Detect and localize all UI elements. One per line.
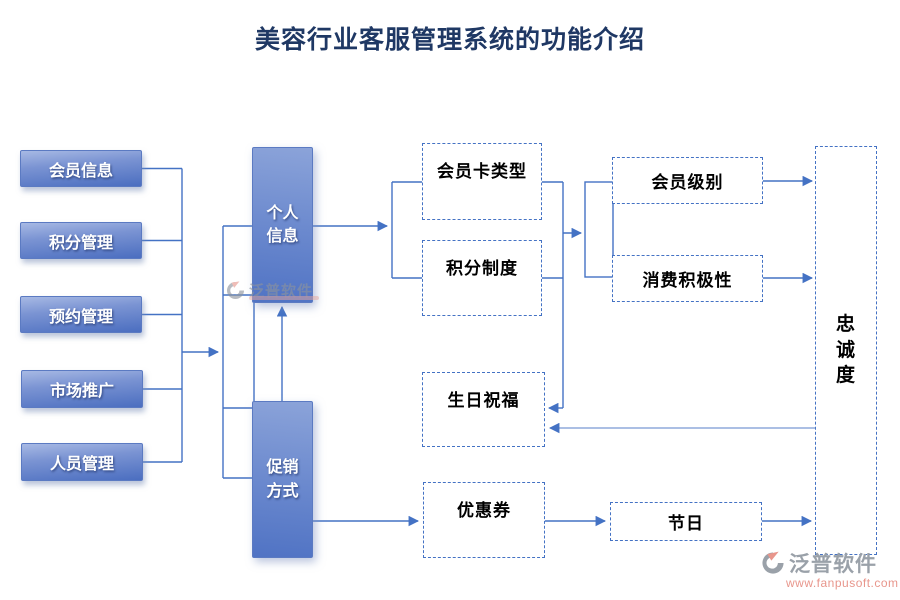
node-marketing-label: 市场推广 — [49, 383, 114, 400]
node-loyalty: 忠诚度 — [815, 146, 877, 555]
node-birthday-wishes: 生日祝福 — [422, 372, 545, 447]
node-personnel-management-label: 人员管理 — [49, 456, 114, 473]
node-consumption-motivation: 消费积极性 — [612, 255, 763, 302]
node-marketing: 市场推广 — [21, 370, 143, 408]
node-personnel-management: 人员管理 — [21, 443, 143, 481]
brand-block: 泛普软件 www.fanpusoft.com — [760, 548, 899, 590]
node-points-management-label: 积分管理 — [48, 234, 113, 252]
brand-website: www.fanpusoft.com — [786, 576, 899, 590]
node-festival: 节日 — [610, 502, 762, 541]
node-promotion-method-label: 促销 方式 — [266, 459, 299, 500]
node-festival-label: 节日 — [668, 514, 704, 533]
node-member-level: 会员级别 — [612, 157, 763, 204]
node-consumption-motivation-label: 消费积极性 — [642, 271, 733, 290]
fanpu-watermark-icon — [226, 281, 245, 300]
node-coupon-label: 优惠券 — [457, 501, 511, 520]
fanpu-logo-icon — [762, 551, 784, 574]
node-member-card-type-label: 会员卡类型 — [437, 162, 527, 181]
node-member-level-label: 会员级别 — [651, 173, 724, 192]
brand-name: 泛普软件 — [789, 552, 877, 576]
node-member-card-type: 会员卡类型 — [422, 143, 542, 220]
node-appointment-management: 预约管理 — [20, 296, 142, 333]
node-member-info-label: 会员信息 — [48, 162, 113, 180]
node-loyalty-label: 忠诚度 — [835, 314, 856, 387]
node-points-system: 积分制度 — [422, 240, 542, 316]
node-birthday-wishes-label: 生日祝福 — [447, 391, 520, 410]
node-promotion-method: 促销 方式 — [252, 401, 313, 558]
node-personal-info-label: 个人 信息 — [266, 204, 299, 245]
node-personal-info: 个人 信息 — [252, 147, 313, 303]
node-coupon: 优惠券 — [423, 482, 545, 558]
node-points-management: 积分管理 — [20, 222, 142, 259]
node-member-info: 会员信息 — [20, 150, 142, 187]
page-title: 美容行业客服管理系统的功能介绍 — [254, 27, 645, 54]
node-appointment-management-label: 预约管理 — [48, 308, 113, 326]
node-points-system-label: 积分制度 — [446, 259, 518, 278]
